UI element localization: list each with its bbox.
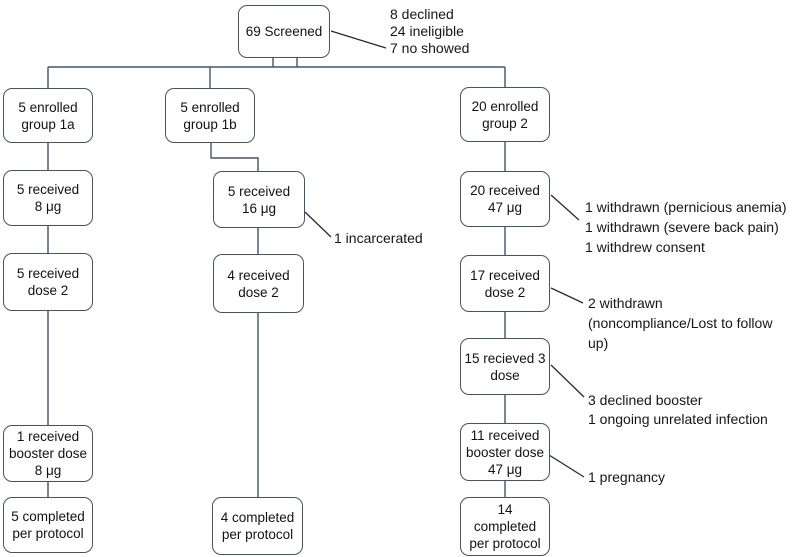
box-group-1a-dose-2: 5 received dose 2 bbox=[3, 253, 93, 311]
connector-c1-c2-elbow bbox=[210, 143, 259, 171]
note-screening-exclusions: 8 declined 24 ineligible 7 no showed bbox=[390, 6, 470, 56]
note-group1b-dropout: 1 incarcerated bbox=[334, 230, 423, 246]
note-group2-booster-withdrawal: 1 pregnancy bbox=[588, 469, 666, 485]
box-group-1a-booster: 1 received booster dose 8 μg bbox=[3, 425, 93, 482]
note-group2-dose1-withdrawals: 1 withdrawn (pernicious anemia) 1 withdr… bbox=[585, 199, 787, 255]
note-group2-dose2-withdrawals: 2 withdrawn (noncompliance/Lost to follo… bbox=[588, 295, 773, 351]
leader-line-group1b-dropout bbox=[304, 211, 332, 238]
note-group2-booster-declines: 3 declined booster 1 ongoing unrelated i… bbox=[588, 392, 768, 427]
box-group-1a-dose-1: 5 received 8 μg bbox=[3, 170, 93, 226]
box-screened: 69 Screened bbox=[238, 5, 330, 58]
box-screened-label: 69 Screened bbox=[245, 24, 323, 39]
leader-line-group2-dose1-withdrawals bbox=[550, 194, 580, 221]
box-group-2-dose-1: 20 received 47 μg bbox=[460, 171, 550, 227]
box-group-1b-dose-1: 5 received 16 μg bbox=[213, 171, 305, 228]
box-group-1b-completed: 4 completed per protocol bbox=[212, 497, 303, 555]
box-enrolled-group-1b: 5 enrolled group 1b bbox=[165, 88, 255, 143]
box-enrolled-group-1a: 5 enrolled group 1a bbox=[3, 88, 93, 143]
leader-line-group2-dose2-withdrawals bbox=[550, 287, 584, 304]
leader-line-group2-booster-declines bbox=[550, 364, 585, 398]
box-group-1a-completed: 5 completed per protocol bbox=[3, 497, 93, 553]
box-enrolled-group-2: 20 enrolled group 2 bbox=[460, 87, 550, 142]
box-group-2-completed: 14 completed per protocol bbox=[460, 497, 550, 556]
box-group-2-dose-3: 15 recieved 3 dose bbox=[460, 338, 550, 395]
box-group-2-booster: 11 received booster dose 47 μg bbox=[460, 423, 550, 481]
leader-line-screening-exclusions bbox=[330, 30, 387, 49]
box-group-1b-dose-2: 4 received dose 2 bbox=[213, 254, 304, 313]
leader-line-group2-booster-withdrawal bbox=[548, 454, 585, 478]
box-group-2-dose-2: 17 received dose 2 bbox=[460, 255, 550, 312]
